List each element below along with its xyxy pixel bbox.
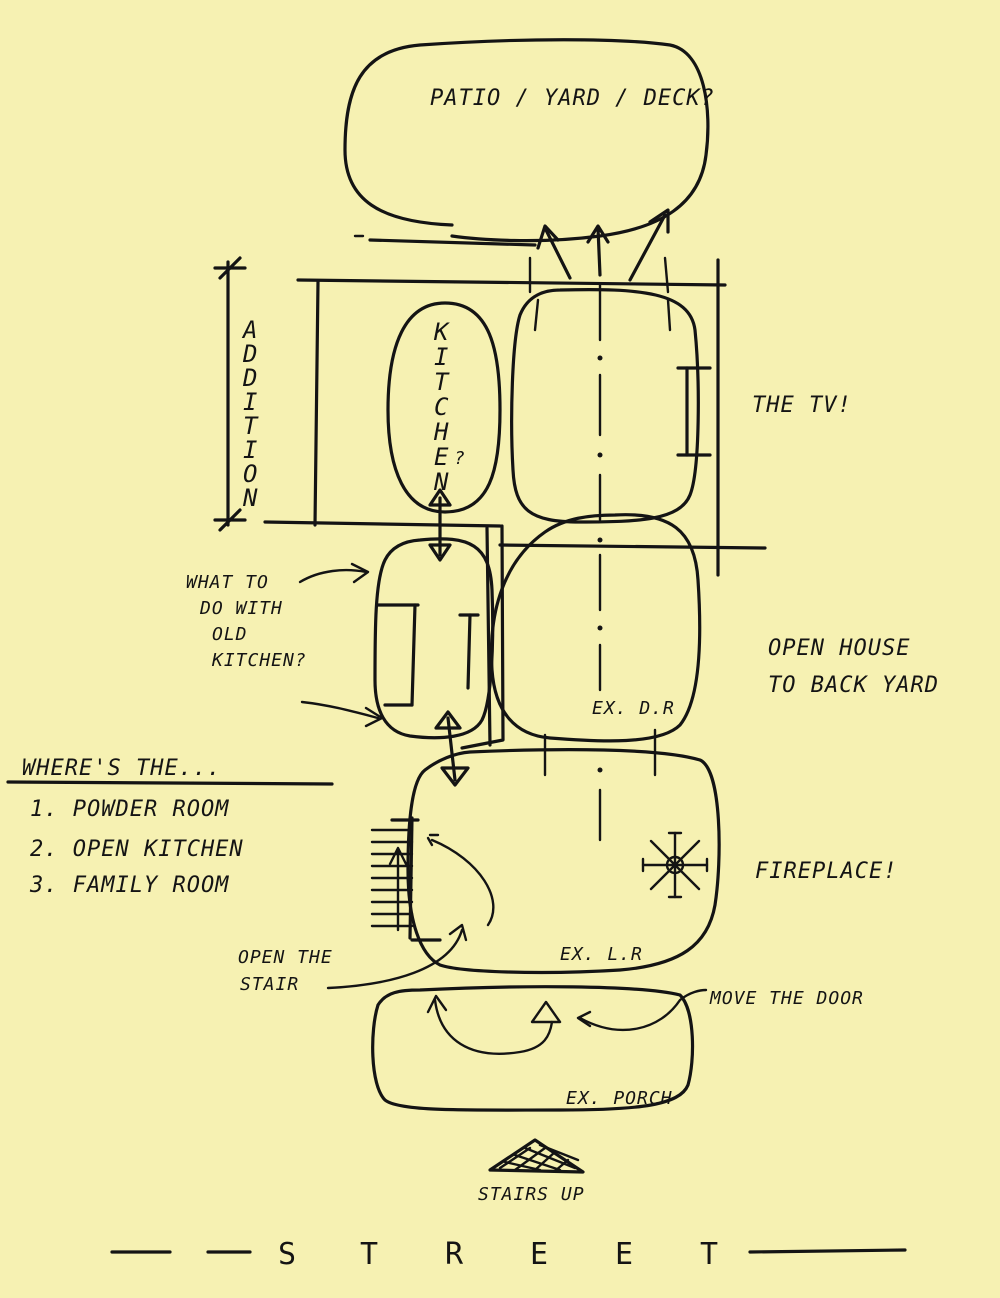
svg-text:D: D [242, 364, 258, 392]
fireplace-symbol [641, 831, 709, 899]
addition-dimension [213, 256, 247, 532]
open-house-label-2: TO BACK YARD [768, 673, 939, 698]
kitchen-connector-arrow [428, 488, 452, 562]
svg-text:KITCHEN?: KITCHEN? [211, 650, 307, 671]
corridor-wall [460, 524, 505, 750]
old-kitchen-wall [485, 526, 492, 747]
door-label: MOVE THE DOOR [709, 988, 864, 1009]
family-tick-d [663, 256, 670, 294]
old-kitchen-counters [376, 603, 480, 707]
tv-symbol [676, 366, 712, 457]
svg-text:O: O [243, 460, 258, 488]
addition-boundary [263, 258, 767, 577]
svg-text:K: K [433, 318, 450, 346]
question-heading: WHERE'S THE... [22, 756, 221, 781]
svg-text:D: D [242, 340, 258, 368]
question-item-1: 1. POWDER ROOM [30, 797, 229, 822]
kitchen-bubble [386, 301, 502, 514]
svg-text:E: E [615, 1237, 633, 1272]
stairs-up-label: STAIRS UP [478, 1184, 585, 1205]
stair-label-1: OPEN THE [238, 947, 333, 968]
svg-text:?: ? [454, 448, 466, 469]
addition-label: A D D I T I O N [241, 316, 259, 512]
living-room-bubble [406, 748, 721, 975]
street-label: S T R E E T [278, 1237, 718, 1272]
svg-text:N: N [433, 468, 449, 496]
svg-text:DO WITH: DO WITH [199, 598, 283, 619]
svg-text:S: S [278, 1237, 296, 1272]
door-move-arrows [426, 988, 708, 1055]
svg-text:T: T [360, 1237, 378, 1272]
fireplace-label: FIREPLACE! [755, 859, 897, 884]
living-connector-arrow [434, 710, 470, 787]
svg-text:E: E [434, 443, 449, 471]
stair-arrow [326, 923, 468, 990]
dining-room-bubble [489, 513, 702, 743]
family-room-bubble [510, 288, 700, 524]
question-list: WHERE'S THE... 1. POWDER ROOM 2. OPEN KI… [6, 756, 334, 898]
family-tick-b [666, 298, 672, 332]
porch-label: EX. PORCH [566, 1088, 673, 1109]
question-item-3: 3. FAMILY ROOM [29, 873, 229, 898]
svg-text:I: I [434, 343, 449, 371]
arrows-to-patio [536, 208, 670, 282]
family-tick-a [533, 298, 540, 332]
patio-label: PATIO / YARD / DECK? [430, 86, 715, 111]
stair-label-2: STAIR [240, 974, 299, 995]
svg-text:T: T [434, 368, 450, 396]
stair-sweep [430, 838, 495, 927]
svg-text:A: A [241, 316, 258, 344]
street-line [110, 1248, 907, 1254]
stair-symbol [370, 816, 442, 942]
porch-bubble [371, 985, 695, 1112]
kitchen-label: K I T C H E N ? [433, 318, 466, 496]
svg-text:T: T [700, 1237, 718, 1272]
patio-edge-line [368, 238, 537, 247]
old-kitchen-bubble [373, 537, 495, 740]
dining-label: EX. D.R [592, 698, 675, 719]
svg-text:C: C [434, 393, 449, 421]
svg-text:E: E [530, 1237, 548, 1272]
svg-text:I: I [243, 436, 258, 464]
svg-text:WHAT TO: WHAT TO [186, 572, 269, 593]
svg-text:OLD: OLD [212, 624, 248, 645]
open-house-label-1: OPEN HOUSE [768, 636, 910, 661]
question-item-2: 2. OPEN KITCHEN [30, 837, 244, 862]
svg-text:I: I [243, 388, 258, 416]
svg-text:T: T [243, 412, 259, 440]
tv-label: THE TV! [752, 393, 852, 418]
stairs-up-symbol [488, 1138, 585, 1174]
svg-text:N: N [242, 484, 258, 512]
living-label: EX. L.R [560, 944, 643, 965]
svg-text:R: R [445, 1237, 464, 1272]
patio-bubble [343, 38, 710, 243]
old-kitchen-note: WHAT TO DO WITH OLD KITCHEN? [186, 562, 384, 728]
svg-text:H: H [433, 418, 449, 446]
center-axis [597, 283, 603, 842]
